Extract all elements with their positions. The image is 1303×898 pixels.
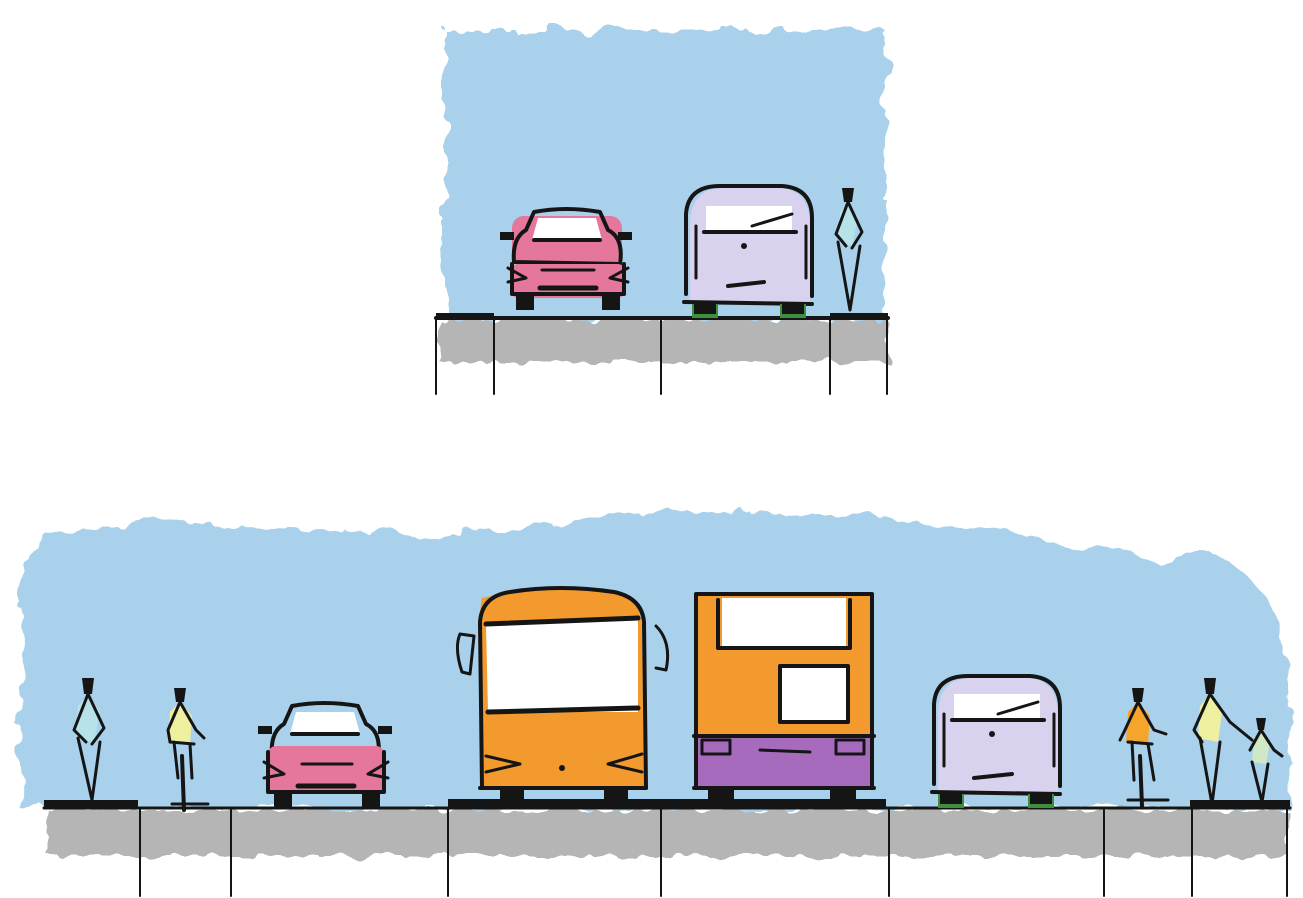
van-icon [684,186,812,318]
van-icon [932,676,1060,808]
road-shadow [440,320,888,362]
car-icon [500,209,632,310]
road-shadow [48,810,1288,856]
wide-street-section [20,510,1290,896]
truck-icon [694,594,874,802]
narrow-street-section [436,30,888,394]
sky-wash [20,510,1290,808]
bus-icon [457,588,667,802]
